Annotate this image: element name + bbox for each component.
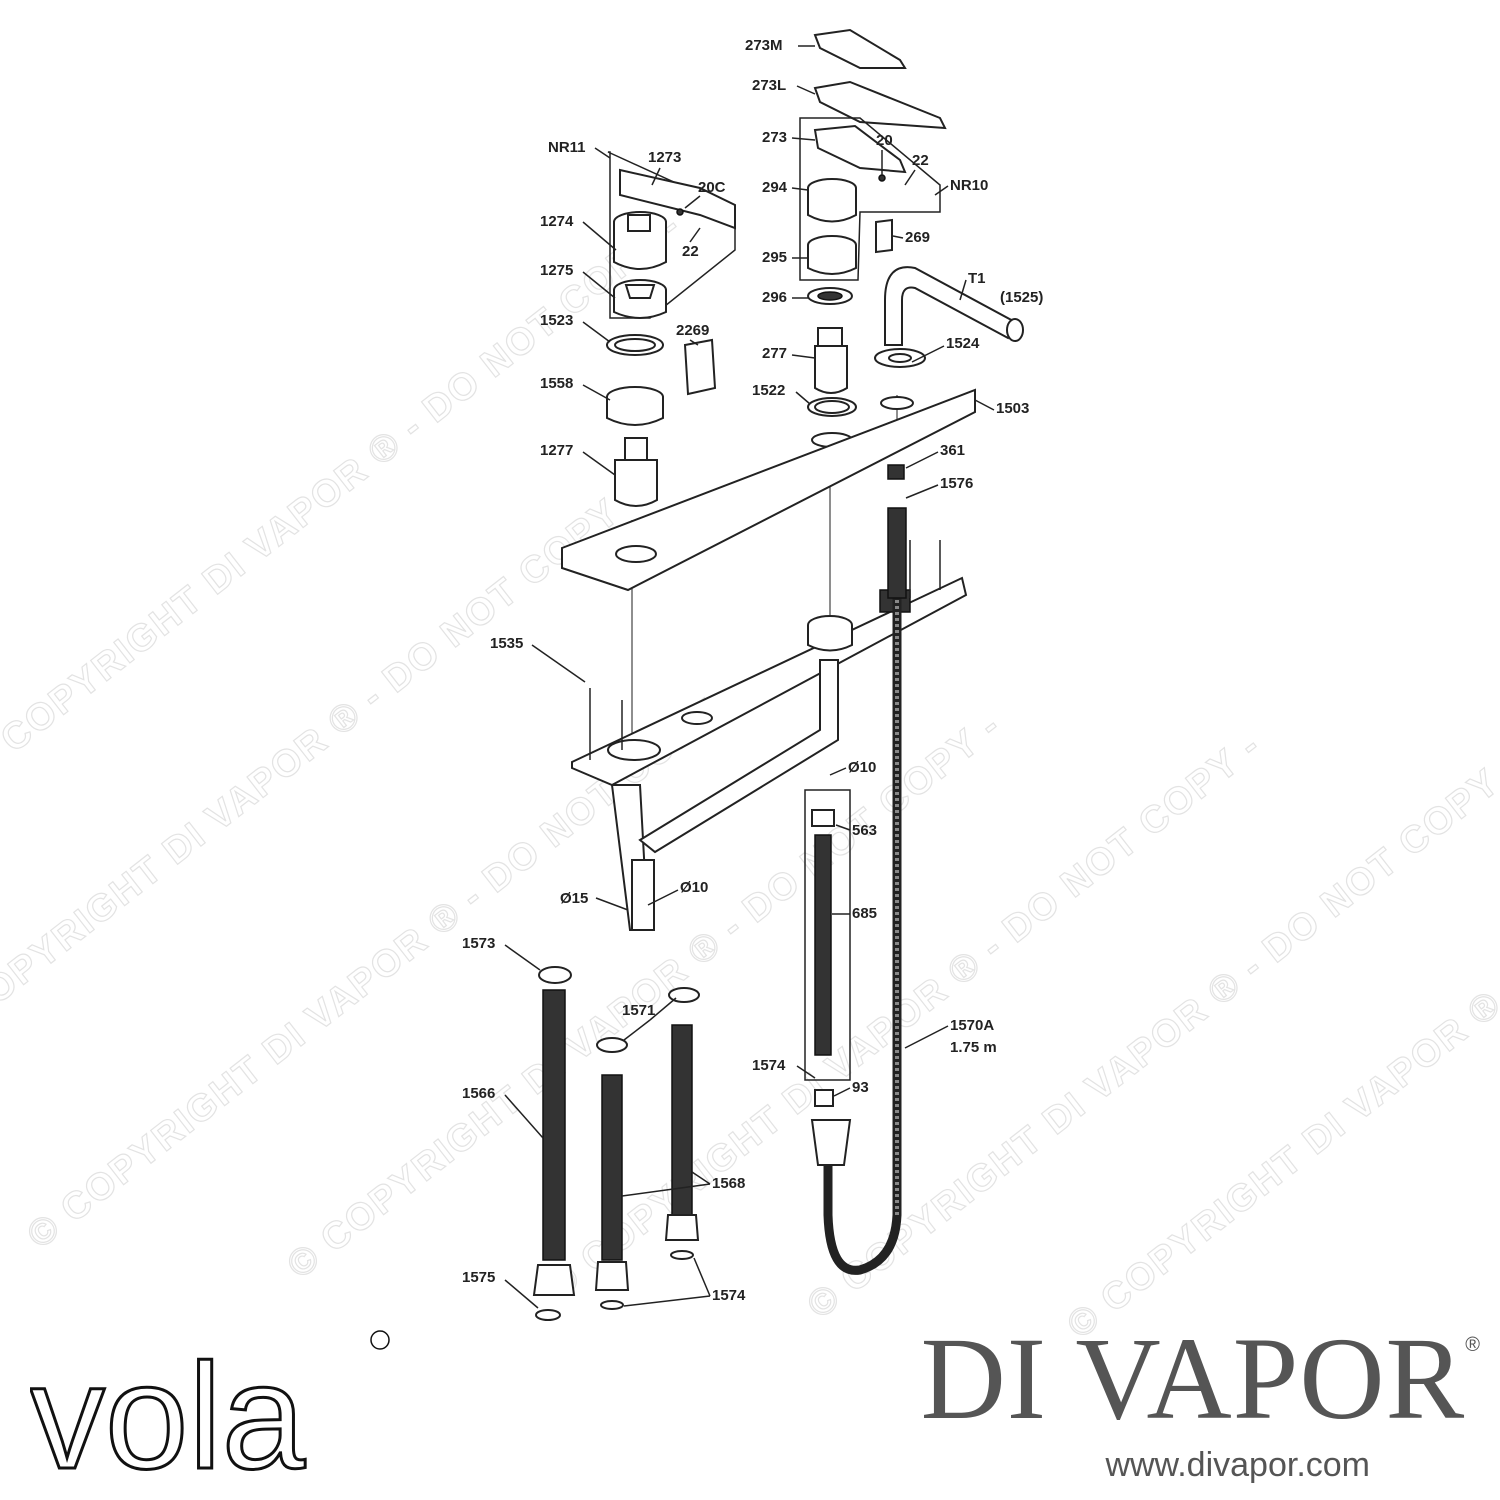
label-1571: 1571 — [622, 1002, 655, 1019]
label-1568: 1568 — [712, 1175, 745, 1192]
label-1566: 1566 — [462, 1085, 495, 1102]
vola-logo-text: vola — [30, 1332, 306, 1493]
label-1274: 1274 — [540, 213, 574, 230]
label-1558: 1558 — [540, 375, 573, 392]
handle-nr11-group — [607, 151, 736, 319]
part-labels: 273M 273L 273 20 22 NR10 NR11 1273 20C 2… — [462, 37, 1043, 1309]
flexible-hoses — [532, 789, 851, 1321]
di-vapor-brand: DI VAPOR® www.divapor.com — [840, 1320, 1480, 1485]
label-1277: 1277 — [540, 442, 573, 459]
label-1570a: 1570A — [950, 1017, 994, 1034]
label-273M: 273M — [745, 37, 783, 54]
label-1574-upper: 1574 — [752, 1057, 786, 1074]
label-273L: 273L — [752, 77, 786, 94]
cover-plate-1503 — [561, 388, 976, 592]
label-2269: 2269 — [676, 322, 709, 339]
label-1275: 1275 — [540, 262, 573, 279]
label-1574-lower: 1574 — [712, 1287, 746, 1304]
label-22-right: 22 — [912, 152, 929, 169]
label-22-left: 22 — [682, 243, 699, 260]
di-vapor-url: www.divapor.com — [1105, 1446, 1370, 1484]
label-nr10: NR10 — [950, 177, 988, 194]
label-361: 361 — [940, 442, 965, 459]
vola-registered-mark — [370, 1330, 390, 1350]
label-1523: 1523 — [540, 312, 573, 329]
label-93: 93 — [852, 1079, 869, 1096]
label-1576: 1576 — [940, 475, 973, 492]
label-1524: 1524 — [946, 335, 980, 352]
label-20: 20 — [876, 132, 893, 149]
label-1503: 1503 — [996, 400, 1029, 417]
handle-273-series-group — [799, 28, 947, 305]
body-pipes — [610, 659, 839, 931]
label-1575: 1575 — [462, 1269, 495, 1286]
label-277: 277 — [762, 345, 787, 362]
label-1535: 1535 — [490, 635, 523, 652]
label-1522: 1522 — [752, 382, 785, 399]
label-d10-mid: Ø10 — [680, 879, 708, 896]
label-294: 294 — [762, 179, 788, 196]
label-t1-code: (1525) — [1000, 289, 1043, 306]
label-296: 296 — [762, 289, 787, 306]
label-t1: T1 — [968, 270, 986, 287]
label-269: 269 — [905, 229, 930, 246]
di-vapor-logo: DI VAPOR — [920, 1313, 1466, 1444]
label-d15: Ø15 — [560, 890, 588, 907]
label-20c: 20C — [698, 179, 726, 196]
label-295: 295 — [762, 249, 787, 266]
label-273: 273 — [762, 129, 787, 146]
label-685: 685 — [852, 905, 877, 922]
label-nr11: NR11 — [548, 139, 586, 156]
label-563: 563 — [852, 822, 877, 839]
label-1273: 1273 — [648, 149, 681, 166]
valve-components — [606, 327, 926, 507]
pull-out-hose-1570a — [810, 464, 907, 1275]
registered-mark-icon: ® — [1465, 1334, 1480, 1356]
label-1573: 1573 — [462, 935, 495, 952]
vola-logo: vola — [30, 1330, 390, 1493]
label-d10-top: Ø10 — [848, 759, 876, 776]
spout-t1 — [884, 266, 1024, 346]
label-1570a-length: 1.75 m — [950, 1039, 997, 1056]
